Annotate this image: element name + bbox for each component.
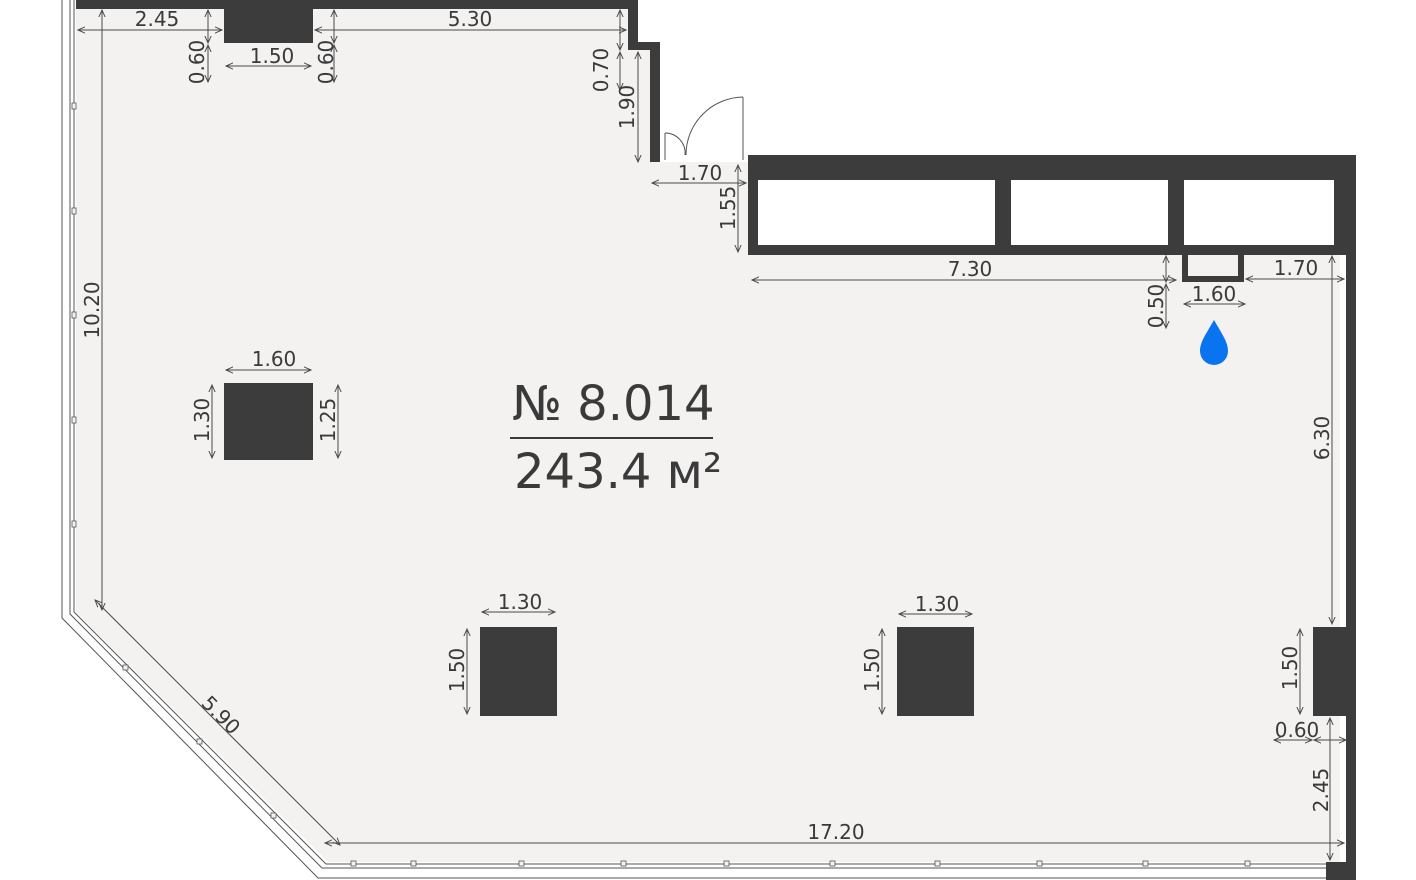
column-right [1313,627,1356,716]
columns [224,0,1356,716]
dim-niche-width: 1.60 [1192,282,1237,306]
dim-col-c-width: 1.30 [915,592,960,616]
dim-top-column-depth-right: 0.60 [314,40,338,85]
column-top [224,0,313,43]
dim-corridor-wall: 7.30 [948,257,993,281]
dim-top-left-wall: 2.45 [135,7,180,31]
walls [76,0,1356,880]
floor-area [76,8,1340,862]
unit-area: 243.4 м² [514,444,722,500]
dim-col-b-width: 1.30 [498,590,543,614]
column-a [224,383,313,460]
dim-col-b-height: 1.50 [445,648,469,693]
water-drop-icon [1200,320,1228,365]
dim-left-wall: 10.20 [80,281,104,338]
dim-col-a-width: 1.60 [252,347,297,371]
entrance-door[interactable] [664,96,744,160]
dimension-lines [78,10,1346,860]
column-c [897,627,974,716]
column-b [480,627,557,716]
dimension-labels: 2.45 5.30 1.50 0.60 0.60 0.70 1.90 1.70 … [80,7,1334,844]
dim-right-wall: 6.30 [1310,416,1334,461]
unit-label: № 8.014 243.4 м² [510,376,722,500]
dim-niche-depth: 0.50 [1144,284,1168,329]
dim-top-column-depth-left: 0.60 [185,40,209,85]
dim-right-column-depth: 0.60 [1275,718,1320,742]
dim-step-offset: 0.70 [589,48,613,93]
dim-entrance-wall: 1.90 [615,85,639,130]
dim-right-column-height: 1.50 [1278,646,1302,691]
unit-number: № 8.014 [512,376,715,432]
dim-bottom-wall: 17.20 [807,820,864,844]
dim-door-width: 1.70 [678,161,723,185]
dim-corridor-offset: 1.55 [716,186,740,231]
dim-col-a-height-right: 1.25 [316,398,340,443]
dim-top-right-wall: 5.30 [448,7,493,31]
dim-top-column-width: 1.50 [250,44,295,68]
dim-right-lower-wall: 2.45 [1309,768,1333,813]
dim-right-upper-wall: 1.70 [1274,256,1319,280]
dim-col-c-height: 1.50 [860,648,884,693]
dim-col-a-height-left: 1.30 [190,398,214,443]
